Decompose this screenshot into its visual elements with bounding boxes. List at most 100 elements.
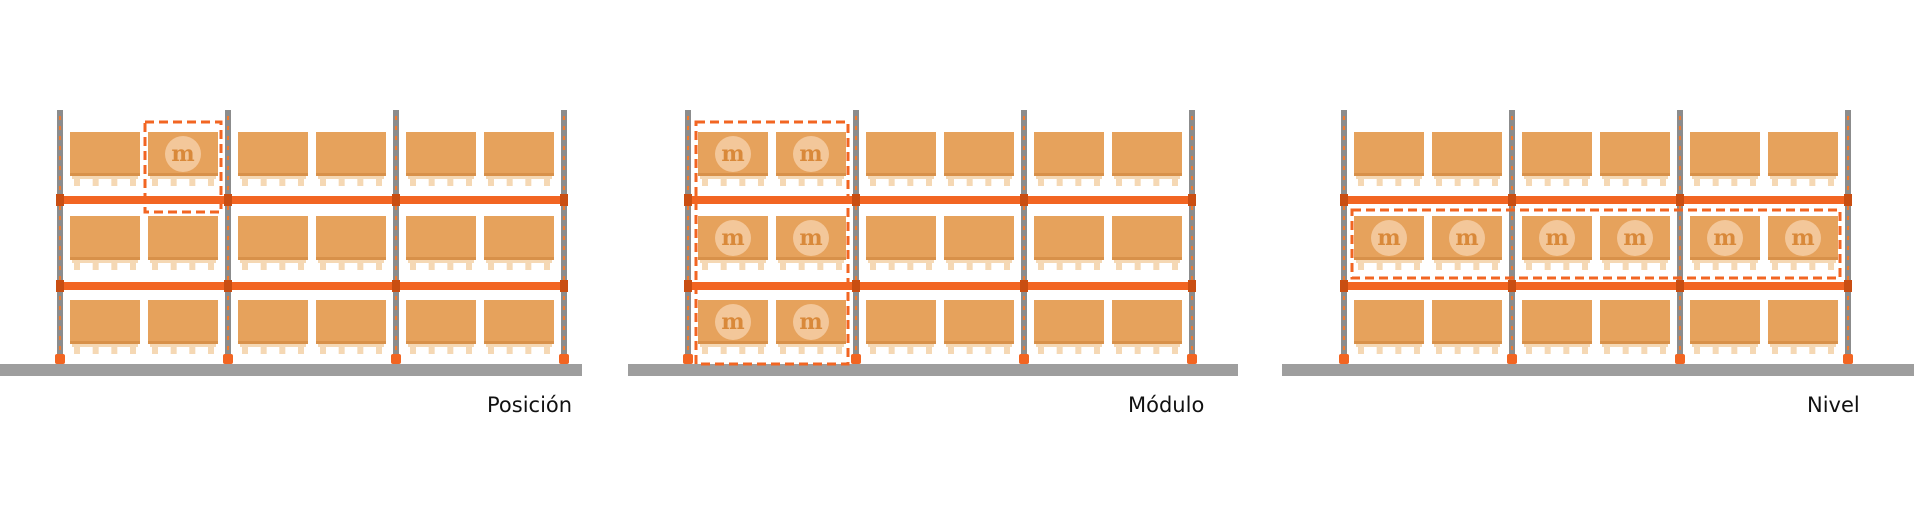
box — [148, 216, 218, 260]
box — [1034, 300, 1104, 344]
logo-letter: m — [799, 309, 822, 335]
pallet-load — [944, 216, 1014, 270]
box — [238, 216, 308, 260]
box — [70, 300, 140, 344]
pallet — [408, 176, 474, 179]
pallet-load — [1354, 300, 1424, 354]
pallet — [1692, 176, 1758, 179]
pallet-load — [316, 132, 386, 186]
pallet — [1770, 344, 1836, 347]
pallet-load — [406, 132, 476, 186]
box — [866, 300, 936, 344]
pallet — [778, 176, 844, 179]
box — [1690, 132, 1760, 176]
logo-letter: m — [799, 225, 822, 251]
pallet-load — [484, 216, 554, 270]
pallet-load: m — [1354, 216, 1424, 270]
pallet-load — [238, 300, 308, 354]
rack-upright — [683, 110, 693, 364]
logo-icon: m — [793, 136, 829, 172]
pallet — [486, 344, 552, 347]
box — [1034, 132, 1104, 176]
logo-letter: m — [721, 309, 744, 335]
box — [148, 300, 218, 344]
box — [1112, 132, 1182, 176]
pallet — [1036, 344, 1102, 347]
pallet — [486, 176, 552, 179]
pallet-load: m — [776, 132, 846, 186]
pallet — [1602, 344, 1668, 347]
pallet — [700, 260, 766, 263]
caption-module: Módulo — [1128, 393, 1205, 417]
pallet — [318, 344, 384, 347]
box — [1522, 132, 1592, 176]
pallet-load — [238, 132, 308, 186]
pallet — [1692, 344, 1758, 347]
pallet — [72, 344, 138, 347]
box — [1112, 300, 1182, 344]
pallet-load: m — [1690, 216, 1760, 270]
pallet-load — [1034, 300, 1104, 354]
pallet — [1770, 176, 1836, 179]
caption-position: Posición — [487, 393, 573, 417]
floor — [0, 364, 582, 376]
pallet-load — [316, 300, 386, 354]
pallet-load — [866, 300, 936, 354]
pallet-load — [1034, 132, 1104, 186]
logo-icon: m — [1617, 220, 1653, 256]
pallet-load — [1600, 132, 1670, 186]
box — [238, 300, 308, 344]
pallet-load — [1768, 300, 1838, 354]
box — [406, 132, 476, 176]
pallet — [1524, 176, 1590, 179]
box — [1432, 132, 1502, 176]
pallet — [700, 344, 766, 347]
pallet-load — [484, 132, 554, 186]
pallet-load: m — [1600, 216, 1670, 270]
logo-letter: m — [1455, 225, 1478, 251]
pallet-load — [406, 216, 476, 270]
box — [1600, 132, 1670, 176]
logo-icon: m — [715, 304, 751, 340]
rack-diagram-module: m m m m m m — [628, 110, 1238, 376]
box — [406, 300, 476, 344]
pallet — [1770, 260, 1836, 263]
upright-foot — [1339, 354, 1349, 364]
pallet — [1114, 260, 1180, 263]
box — [316, 300, 386, 344]
box — [1768, 300, 1838, 344]
pallet — [1602, 260, 1668, 263]
pallet-load — [1354, 132, 1424, 186]
upright-foot — [1843, 354, 1853, 364]
logo-letter: m — [721, 141, 744, 167]
logo-icon: m — [793, 304, 829, 340]
pallet-load — [70, 216, 140, 270]
pallet-load — [1690, 300, 1760, 354]
pallet — [946, 344, 1012, 347]
pallet — [1114, 344, 1180, 347]
pallet-load — [1034, 216, 1104, 270]
box — [944, 216, 1014, 260]
logo-letter: m — [1545, 225, 1568, 251]
pallet-load — [1112, 300, 1182, 354]
logo-letter: m — [721, 225, 744, 251]
pallet-load: m — [698, 216, 768, 270]
pallet-load — [406, 300, 476, 354]
pallet — [1692, 260, 1758, 263]
pallet — [1356, 344, 1422, 347]
rack-upright — [1187, 110, 1197, 364]
rack-upright — [1675, 110, 1685, 364]
box — [944, 300, 1014, 344]
caption-level: Nivel — [1807, 393, 1860, 417]
rack-upright — [223, 110, 233, 364]
pallet — [868, 344, 934, 347]
rack-beam — [56, 194, 568, 206]
pallet — [72, 260, 138, 263]
rack-upright — [391, 110, 401, 364]
logo-letter: m — [1623, 225, 1646, 251]
logo-letter: m — [799, 141, 822, 167]
pallet — [946, 260, 1012, 263]
box — [70, 216, 140, 260]
pallet-load — [1432, 300, 1502, 354]
pallet — [1434, 260, 1500, 263]
